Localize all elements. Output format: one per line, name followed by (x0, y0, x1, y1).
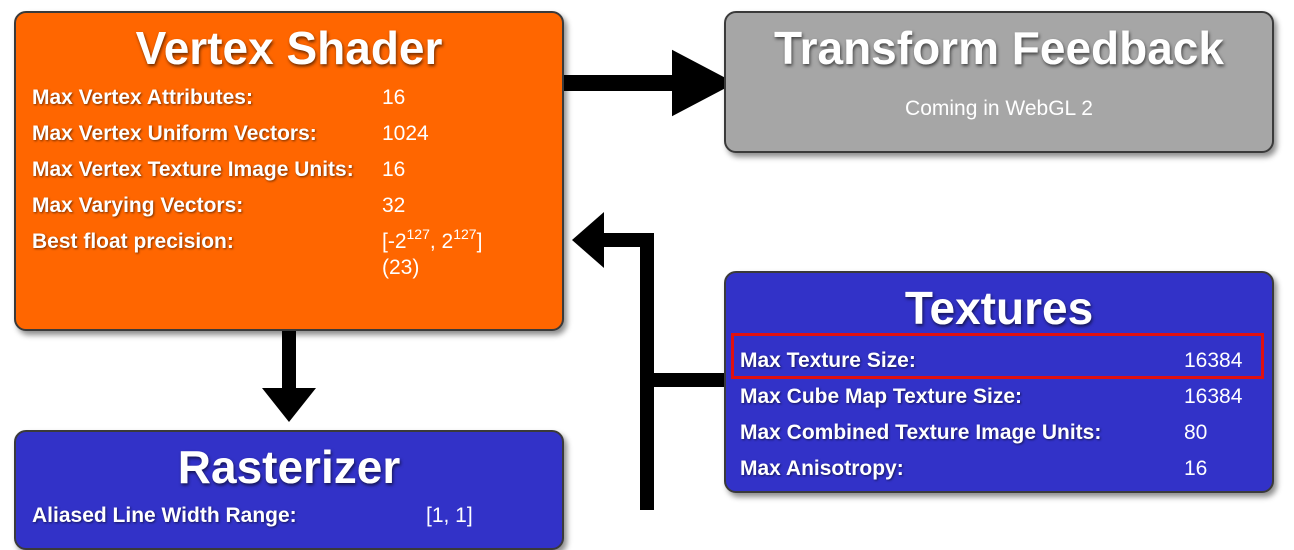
row-label: Max Combined Texture Image Units: (740, 421, 1102, 444)
row-value: 32 (382, 194, 406, 217)
vertex-shader-row: Best float precision: [-2127, 2127](23) (32, 226, 552, 281)
precision-suffix: ] (476, 230, 483, 253)
connector-arrows (262, 49, 736, 510)
textures-row: Max Anisotropy: 16 (740, 451, 1260, 487)
vertex-shader-box: Vertex Shader Max Vertex Attributes: 16 … (14, 11, 564, 331)
arrow-textures-to-vertex-head (572, 212, 604, 268)
vertex-shader-row: Max Vertex Texture Image Units: 16 (32, 157, 552, 183)
rasterizer-title: Rasterizer (177, 441, 401, 493)
rasterizer-box: Rasterizer Aliased Line Width Range: [1,… (14, 430, 564, 550)
vertex-shader-row: Max Vertex Attributes: 16 (32, 85, 552, 111)
textures-row: Max Combined Texture Image Units: 80 (740, 415, 1260, 451)
textures-row: Max Texture Size: 16384 (740, 343, 1260, 379)
row-value: [1, 1] (426, 504, 473, 527)
precision-bits: (23) (382, 256, 420, 279)
vertex-shader-row: Max Varying Vectors: 32 (32, 193, 552, 219)
vertex-shader-rows: Max Vertex Attributes: 16 Max Vertex Uni… (32, 85, 552, 291)
transform-feedback-box: Transform Feedback Coming in WebGL 2 (724, 11, 1274, 153)
highlight-rectangle (731, 333, 1264, 379)
vertex-shader-title: Vertex Shader (135, 22, 443, 74)
row-value: 16 (382, 86, 406, 109)
arrow-vertex-to-rasterizer-head (262, 388, 316, 422)
arrow-vertex-to-transform-feedback-head (682, 56, 718, 110)
precision-exponent: 127 (453, 226, 477, 242)
row-value: 16384 (1184, 385, 1243, 408)
precision-prefix: [-2 (382, 230, 407, 253)
row-label: Best float precision: (32, 230, 234, 253)
row-label: Max Anisotropy: (740, 457, 904, 480)
row-label: Max Vertex Texture Image Units: (32, 158, 354, 181)
textures-row: Max Cube Map Texture Size: 16384 (740, 379, 1260, 415)
float-precision-value: [-2127, 2127](23) (382, 226, 542, 281)
row-label: Max Vertex Attributes: (32, 86, 253, 109)
row-value: 16384 (1184, 349, 1243, 372)
row-value: 80 (1184, 421, 1208, 444)
row-label: Max Cube Map Texture Size: (740, 385, 1023, 408)
row-label: Max Vertex Uniform Vectors: (32, 122, 317, 145)
row-value: 16 (1184, 457, 1208, 480)
row-value: 1024 (382, 122, 429, 145)
row-label: Max Texture Size: (740, 349, 916, 372)
precision-exponent: 127 (406, 226, 430, 242)
textures-title: Textures (904, 282, 1094, 334)
transform-feedback-subtitle: Coming in WebGL 2 (905, 97, 1093, 120)
rasterizer-rows: Aliased Line Width Range: [1, 1] (32, 504, 552, 528)
rasterizer-row: Aliased Line Width Range: [1, 1] (32, 504, 552, 528)
textures-rows: Max Texture Size: 16384 Max Cube Map Tex… (740, 343, 1260, 487)
row-value: 16 (382, 158, 406, 181)
precision-mid: , 2 (429, 230, 454, 253)
row-label: Aliased Line Width Range: (32, 504, 297, 527)
vertex-shader-row: Max Vertex Uniform Vectors: 1024 (32, 121, 552, 147)
row-label: Max Varying Vectors: (32, 194, 244, 217)
transform-feedback-title: Transform Feedback (774, 22, 1224, 74)
textures-box: Textures Max Texture Size: 16384 Max Cub… (724, 271, 1274, 493)
